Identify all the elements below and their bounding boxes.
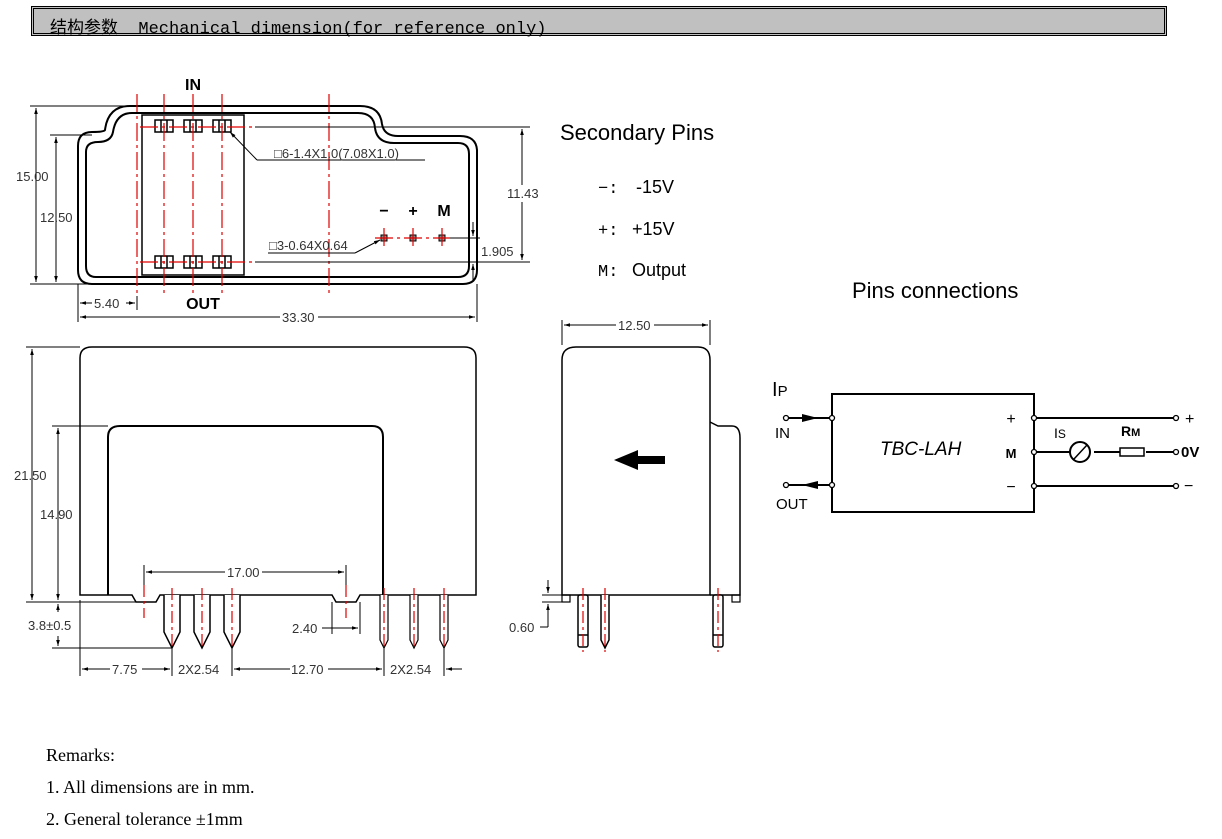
secondary-pins-legend: Secondary Pins −: -15V +: +15V M: Output [560,120,714,282]
terminal-0v: 0V [1181,444,1199,461]
ammeter-icon [1069,441,1091,463]
side-view [540,320,741,652]
label-out: OUT [186,296,220,313]
in-label: IN [775,425,790,442]
dim-3-8: 3.8±0.5 [28,618,71,633]
top-view-labels: IN OUT − + M 15.00 12.50 5.40 33.30 11.4… [16,77,539,325]
side-tab [709,421,741,596]
front-view-labels: 21.50 14.90 3.8±0.5 17.00 2.40 7.75 2X2.… [14,468,431,677]
front-view [26,346,477,676]
dim-33-30: 33.30 [282,310,315,325]
side-dimension-lines [540,320,711,628]
section-title-cn: 结构参数 [50,20,118,39]
device-pin-plus: + [1006,411,1015,428]
note-primary-pins: □6-1.4X1.0(7.08X1.0) [274,146,399,161]
top-view [30,94,530,322]
label-pin-m: M [437,203,450,220]
terminal-minus: − [1184,478,1193,495]
dim-21-50: 21.50 [14,468,47,483]
remarks-title: Remarks: [46,745,115,765]
side-pins [577,594,724,650]
section-title-en: Mechanical dimension(for reference only) [138,20,547,39]
label-pin-minus: − [379,203,388,220]
dim-5-40: 5.40 [94,296,119,311]
pin-value-m: Output [632,260,686,280]
remark-item: 2. General tolerance ±1mm [46,809,243,829]
pin-key-m: M: [598,263,618,282]
resistor-label: RM [1121,423,1140,439]
front-centerlines [143,585,445,650]
note-secondary-pins: □3-0.64X0.64 [269,238,348,253]
dim-7-75: 7.75 [112,662,137,677]
secondary-pins-heading: Secondary Pins [560,120,714,145]
dim-side-12-50: 12.50 [618,318,651,333]
centerlines [136,94,450,296]
dim-1-905: 1.905 [481,244,514,259]
current-direction-arrow [614,450,665,470]
device-name: TBC-LAH [880,439,962,460]
device-pin-minus: − [1006,479,1015,496]
label-in: IN [185,77,201,94]
side-view-labels: 12.50 0.60 [509,318,651,635]
out-label: OUT [776,496,808,513]
remark-item: 1. All dimensions are in mm. [46,777,255,797]
pin-value-plus: +15V [632,219,675,239]
front-window [107,425,384,595]
side-housing [561,346,711,596]
housing-inner [85,112,470,278]
primary-current-label: IP [772,379,788,401]
dim-17-00: 17.00 [227,565,260,580]
remarks: Remarks: 1. All dimensions are in mm. 2. G… [46,739,255,835]
top-dimension-lines [30,105,530,322]
dim-12-50: 12.50 [40,210,73,225]
device-pin-m: M [1006,446,1017,461]
dim-14-90: 14.90 [40,507,73,522]
section-header: 结构参数 Mechanical dimension(for reference … [31,6,1167,39]
label-pin-plus: + [408,203,417,220]
dim-0-60: 0.60 [509,620,534,635]
dim-2-40: 2.40 [292,621,317,636]
secondary-current-label: IS [1054,425,1066,441]
pin-key-minus: −: [598,180,618,199]
terminal-plus: + [1185,411,1194,428]
section-title: 结构参数 Mechanical dimension(for reference … [50,13,546,39]
dim-pitch-2: 2X2.54 [390,662,431,677]
pins-connections: Pins connections IP IN OUT TBC-LAH + [772,278,1199,513]
dim-pitch-1: 2X2.54 [178,662,219,677]
pin-value-minus: -15V [636,177,674,197]
dim-15-00: 15.00 [16,169,49,184]
pins-connections-heading: Pins connections [852,278,1018,303]
pin-key-plus: +: [598,222,618,241]
dim-12-70: 12.70 [291,662,324,677]
housing-outline [77,105,478,285]
front-dimension-lines [26,346,462,676]
dim-11-43: 11.43 [507,186,539,201]
resistor-icon [1119,447,1145,457]
front-housing [79,346,477,603]
out-arrow-icon [802,481,818,489]
in-arrow-icon [802,414,818,422]
